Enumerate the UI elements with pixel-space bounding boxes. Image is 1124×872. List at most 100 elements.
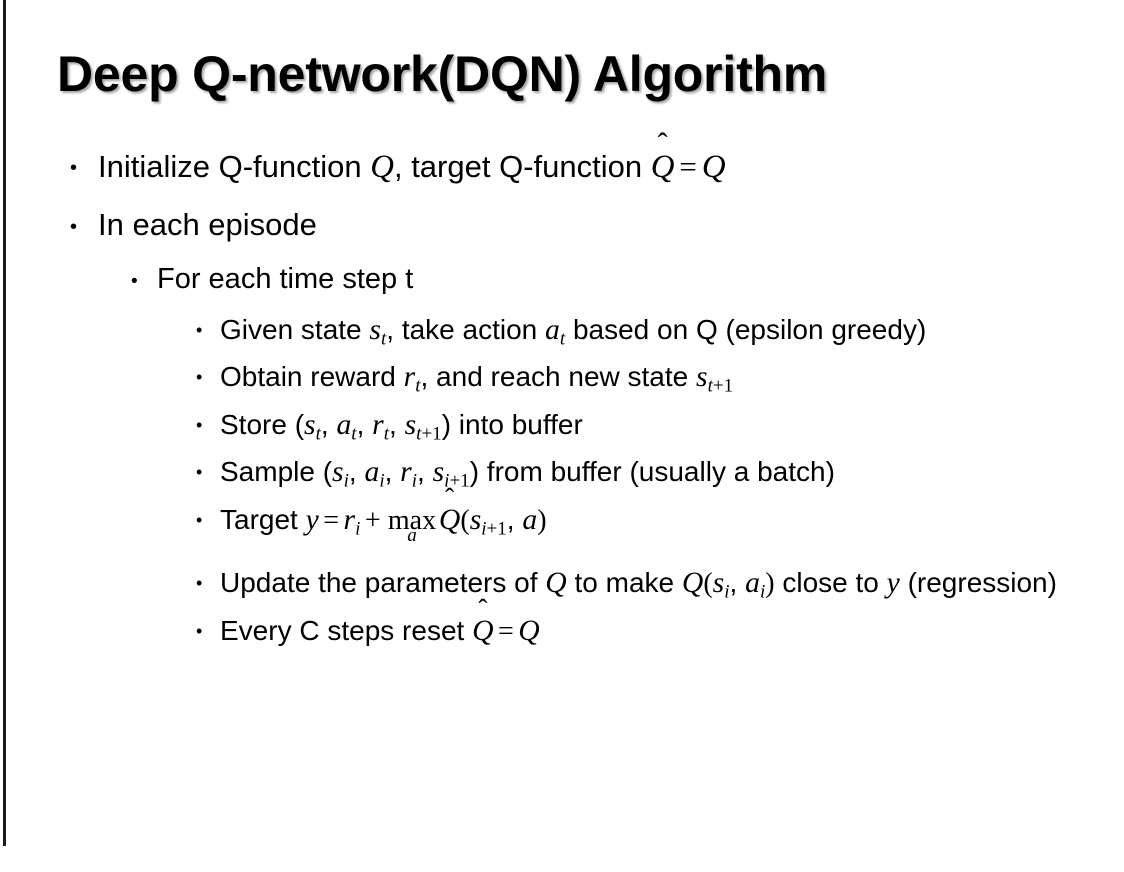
math-subscript-t: t [415,375,421,397]
math-var-s: s [712,567,725,600]
math-var-q: Q [518,614,540,647]
slide-left-edge-rule [3,0,6,846]
math-var-s: s [432,456,445,489]
text-fragment: Every C steps reset [220,614,473,646]
math-subscript-i-plus-1: i+1 [444,471,470,492]
text-fragment: (regression) [899,567,1057,599]
list-item-store: • Store (st, at, rt, st+1) into buffer [0,406,1124,445]
page-title: Deep Q-network(DQN) Algorithm [57,46,828,102]
text-fragment: , [506,503,523,535]
math-var-y: y [305,503,319,536]
math-var-q-hat-base: Q [438,503,461,536]
list-item-obtain-reward: • Obtain reward rt, and reach new state … [0,358,1124,397]
list-item-text: Obtain reward rt, and reach new state st… [220,358,1096,397]
text-fragment: , and reach new state [420,361,697,393]
math-var-q-hat: Q̂ [651,146,675,189]
subscript-var: i [444,470,450,492]
math-subscript-t: t [383,423,390,445]
list-item-text: In each episode [98,206,317,242]
text-fragment: , [417,456,433,488]
bullet-glyph-icon: • [196,414,203,435]
math-var-s: s [469,503,482,536]
math-subscript-i: i [724,581,730,603]
bullet-glyph-icon: • [131,271,138,292]
list-item-text: Update the parameters of Q to make Q(si,… [220,564,1096,603]
math-subscript-i: i [379,470,385,492]
math-var-q: Q [370,149,394,185]
subscript-offset: +1 [486,518,507,540]
math-subscript-i: i [343,470,349,492]
list-item-text: Store (st, at, rt, st+1) into buffer [220,406,1096,445]
math-var-s: s [332,456,344,489]
math-var-r: r [400,456,412,489]
math-subscript-i-plus-1: i+1 [481,518,507,539]
math-var-s: s [369,313,381,346]
math-var-y: y [886,567,900,600]
math-subscript-t: t [315,423,321,445]
max-limit-a: a [407,525,417,547]
text-fragment: , [389,408,405,440]
bullet-glyph-icon: • [196,573,203,594]
math-subscript-t: t [380,328,387,350]
math-var-a: a [745,567,760,600]
math-var-r: r [372,408,384,441]
max-label: max [387,504,437,536]
math-var-s: s [304,408,316,441]
text-fragment: based on Q (epsilon greedy) [565,313,927,345]
math-var-a: a [336,408,352,441]
math-var-r: r [343,503,356,536]
text-fragment: Update the parameters of [220,567,546,599]
text-fragment: , [384,456,401,488]
subscript-var: t [416,423,422,445]
list-item-update-parameters: • Update the parameters of Q to make Q(s… [0,564,1124,603]
math-var-q-hat-base: Q [650,149,675,185]
text-fragment: ) from buffer (usually a batch) [469,456,835,488]
subscript-var: t [707,375,713,397]
math-var-q-hat: Q̂ [439,501,460,540]
list-item-in-each-episode: • In each episode [0,205,1124,245]
math-var-a: a [522,503,538,536]
text-fragment: , target Q-function [393,149,651,184]
math-var-q-hat-base: Q [472,614,494,647]
text-fragment: Store ( [220,408,305,440]
math-var-a: a [545,313,560,346]
math-subscript-t: t [351,423,357,445]
math-var-q-hat: Q̂ [472,612,493,651]
text-fragment: , [729,567,746,599]
text-fragment: , [356,408,373,440]
math-subscript-t-plus-1: t+1 [708,376,734,397]
text-fragment: Initialize Q-function [98,149,371,184]
bullet-glyph-icon: • [196,509,203,530]
bullet-list: • Initialize Q-function Q, target Q-func… [0,146,1124,659]
math-var-a: a [364,456,380,489]
math-subscript-t: t [559,328,566,350]
text-fragment: Given state [220,313,370,345]
list-item-text: Every C steps reset Q̂=Q [220,612,1096,651]
math-plus: + [364,504,381,536]
text-fragment: , take action [386,313,546,345]
list-item-sample: • Sample (si, ai, ri, si+1) from buffer … [0,453,1124,492]
math-equals: = [323,504,340,536]
list-item-text: For each time step t [157,263,414,295]
math-paren-open: ( [460,504,470,536]
math-subscript-t-plus-1: t+1 [416,423,442,444]
text-fragment: , [320,408,337,440]
list-item-initialize: • Initialize Q-function Q, target Q-func… [0,146,1124,189]
text-fragment: Sample ( [220,456,333,488]
math-var-s: s [404,408,417,441]
math-subscript-i: i [411,470,418,492]
text-fragment: , [348,456,365,488]
subscript-offset: +1 [712,375,734,397]
subscript-offset: +1 [449,470,470,492]
bullet-glyph-icon: • [70,215,78,238]
text-fragment: Obtain reward [220,361,404,393]
math-subscript-i: i [759,581,766,603]
math-subscript-i: i [355,518,361,540]
subscript-var: i [481,518,487,540]
list-item-text: Initialize Q-function Q, target Q-functi… [98,146,1094,189]
math-paren-close: ) [537,504,547,536]
